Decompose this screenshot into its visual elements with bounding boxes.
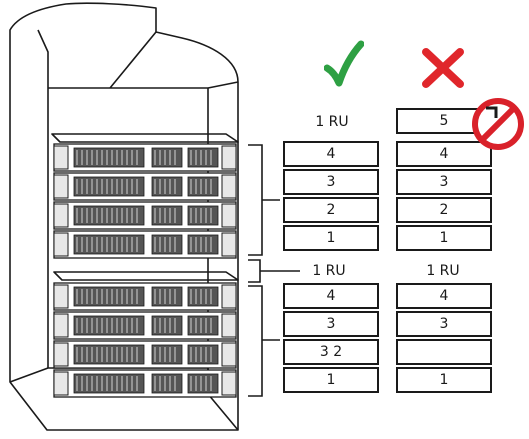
good-top-label: 1 RU	[288, 115, 376, 129]
server-unit-1	[54, 173, 236, 200]
server-unit-7	[54, 370, 236, 397]
server-unit-0	[54, 144, 236, 171]
server-unit-4	[54, 283, 236, 310]
gap-bracket	[248, 260, 300, 282]
good-upper-slot-2: 2	[283, 197, 379, 223]
good-lower-slot-1: 3	[283, 311, 379, 337]
no-entry-icon	[470, 96, 526, 152]
good-lower-slot-3: 1	[283, 367, 379, 393]
server-unit-5	[54, 312, 236, 339]
lower-bracket	[248, 286, 280, 396]
server-unit-2	[54, 202, 236, 229]
upper-bracket	[248, 145, 280, 255]
bad-lower-slot-1: 3	[396, 311, 492, 337]
good-lower-slot-2: 3 2	[283, 339, 379, 365]
bad-lower-slot-0: 4	[396, 283, 492, 309]
rack-middle-shelf	[54, 272, 238, 280]
bad-lower-slot-3: 1	[396, 367, 492, 393]
bad-upper-slot-2: 2	[396, 197, 492, 223]
good-lower-slot-0: 4	[283, 283, 379, 309]
good-middle-label: 1 RU	[304, 264, 354, 278]
good-upper-slot-0: 4	[283, 141, 379, 167]
server-unit-3	[54, 231, 236, 258]
server-unit-6	[54, 341, 236, 368]
good-upper-slot-3: 1	[283, 225, 379, 251]
bad-upper-slot-1: 3	[396, 169, 492, 195]
rack-upper-shelf	[52, 134, 238, 142]
cross-icon	[421, 48, 465, 88]
bad-lower-slot-2	[396, 339, 492, 365]
bad-middle-label: 1 RU	[418, 264, 468, 278]
bad-upper-slot-3: 1	[396, 225, 492, 251]
good-upper-slot-1: 3	[283, 169, 379, 195]
check-icon	[324, 40, 364, 88]
